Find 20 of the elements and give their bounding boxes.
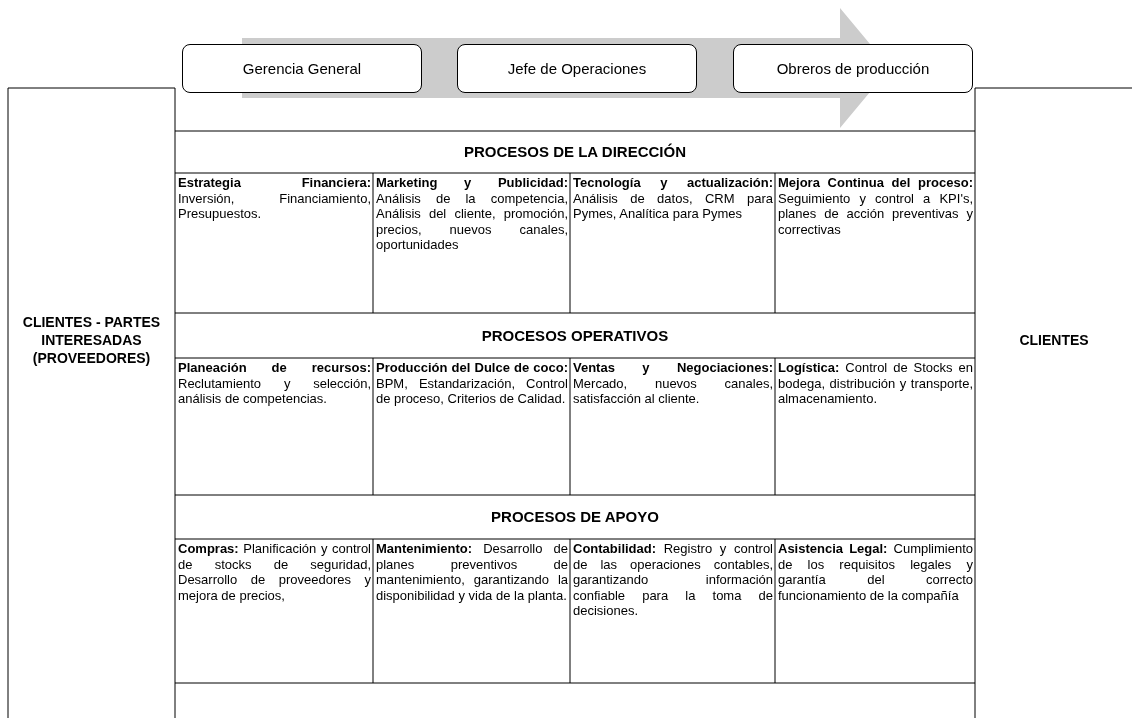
process-description: Tecnología y actualización: Análisis de datos, CRM para Pymes, Analítica para Pymes: [571, 175, 775, 222]
stakeholder-label: CLIENTES - PARTES INTERESADAS (PROVEEDORES): [9, 250, 174, 430]
role-box: Gerencia General: [182, 44, 422, 93]
process-description: Mejora Continua del proceso: Seguimiento y control a KPI's, planes de acción preventivas y correctivas: [776, 175, 975, 237]
process-description: Planeación de recursos: Reclutamiento y selección, análisis de competencias.: [176, 360, 373, 407]
process-description: Estrategia Financiera: Inversión, Financiamiento, Presupuestos.: [176, 175, 373, 222]
role-box: Jefe de Operaciones: [457, 44, 697, 93]
process-description: Asistencia Legal: Cumplimiento de los requisitos legales y garantía del correcto funcionamiento de la compañía: [776, 541, 975, 603]
process-description: Logística: Control de Stocks en bodega, distribución y transporte, almacenamiento.: [776, 360, 975, 407]
process-description: Ventas y Negociaciones: Mercado, nuevos canales, satisfacción al cliente.: [571, 360, 775, 407]
process-description: Contabilidad: Registro y control de las operaciones contables, garantizando información confiable para la toma de decisiones.: [571, 541, 775, 619]
stakeholder-label: CLIENTES: [976, 250, 1132, 430]
section-heading: PROCESOS DE APOYO: [176, 496, 974, 538]
process-description: Producción del Dulce de coco: BPM, Estandarización, Control de proceso, Criterios de Calidad.: [374, 360, 570, 407]
section-heading: PROCESOS DE LA DIRECCIÓN: [176, 132, 974, 172]
process-description: Compras: Planificación y control de stocks de seguridad, Desarrollo de proveedores y mejora de precios,: [176, 541, 373, 603]
process-description: Mantenimiento: Desarrollo de planes preventivos de mantenimiento, garantizando la disponibilidad y vida de la planta.: [374, 541, 570, 603]
process-description: Marketing y Publicidad: Análisis de la competencia, Análisis del cliente, promoción, precios, nuevos canales, oportunidades: [374, 175, 570, 253]
role-box: Obreros de producción: [733, 44, 973, 93]
section-heading: PROCESOS OPERATIVOS: [176, 314, 974, 357]
